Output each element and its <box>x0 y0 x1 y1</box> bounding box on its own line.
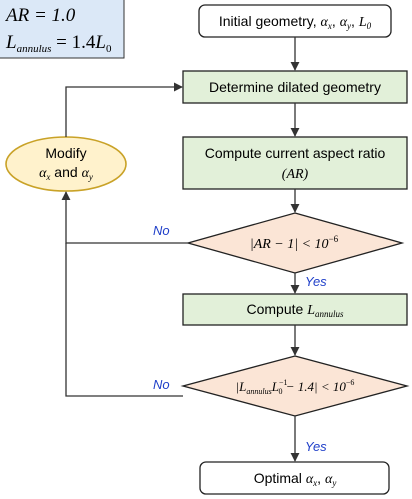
label-no-1: No <box>153 223 170 238</box>
compute-l-annulus-label: Compute Lannulus <box>246 301 344 319</box>
label-yes-2: Yes <box>305 439 327 454</box>
edge-no-2 <box>65 243 183 397</box>
node-dilated-geometry: Determine dilated geometry <box>182 70 408 104</box>
dilated-geometry-label: Determine dilated geometry <box>209 79 381 95</box>
label-yes-1: Yes <box>305 274 327 289</box>
node-compute-l-annulus: Compute Lannulus <box>182 293 408 326</box>
edge-modify-to-dilated <box>65 82 183 137</box>
annulus-length-param: Lannulus = 1.4L0 <box>5 32 112 55</box>
node-initial-geometry: Initial geometry, αx, αy, L0 <box>198 4 392 38</box>
edge-no-1 <box>61 191 188 244</box>
condition-aspect-ratio: |AR − 1| < 10−6 <box>250 234 339 252</box>
parameter-box: AR = 1.0 Lannulus = 1.4L0 <box>0 0 125 59</box>
node-modify: Modify αx and αy <box>5 136 127 192</box>
decision-aspect-ratio: |AR − 1| < 10−6 <box>185 212 405 274</box>
label-no-2: No <box>153 377 170 392</box>
connectors <box>61 37 300 462</box>
optimal-label: Optimal αx, αy <box>254 470 337 488</box>
initial-geometry-label: Initial geometry, αx, αy, L0 <box>219 13 372 31</box>
node-aspect-ratio: Compute current aspect ratio (AR) <box>182 136 408 190</box>
aspect-ratio-symbol: (AR) <box>282 167 309 182</box>
modify-label: Modify <box>45 145 86 161</box>
aspect-ratio-label: Compute current aspect ratio <box>205 145 386 161</box>
node-optimal: Optimal αx, αy <box>199 461 390 495</box>
aspect-ratio-param: AR = 1.0 <box>4 5 76 26</box>
modify-alphas: αx and αy <box>39 164 93 182</box>
